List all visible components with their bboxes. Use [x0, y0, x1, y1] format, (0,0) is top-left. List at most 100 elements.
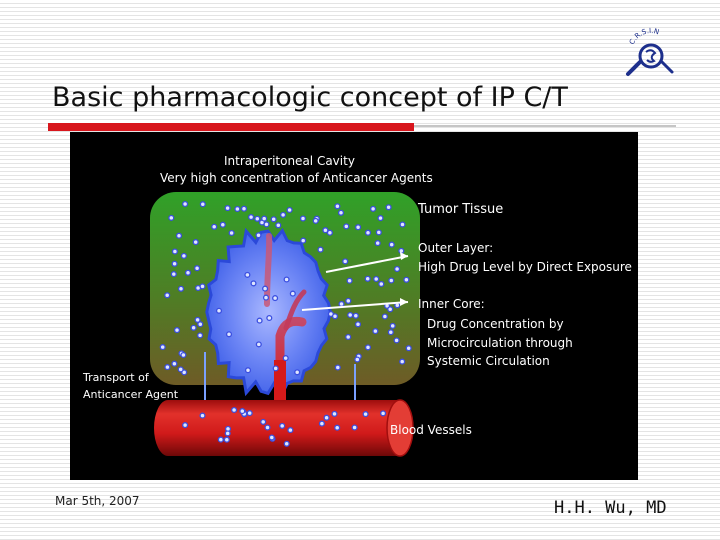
drug-molecule	[381, 313, 388, 320]
blood-vessels-label: Blood Vessels	[390, 423, 472, 437]
title-underline	[414, 125, 676, 127]
drug-molecule	[171, 260, 178, 267]
drug-molecule	[159, 344, 166, 351]
drug-molecule	[280, 211, 287, 218]
cavity-label: Very high concentration of Anticancer Ag…	[160, 171, 433, 185]
drug-molecule	[334, 364, 341, 371]
drug-molecule	[279, 422, 286, 429]
drug-molecule	[317, 246, 324, 253]
drug-molecule	[211, 223, 218, 230]
drug-molecule	[244, 271, 251, 278]
drug-molecule	[385, 204, 392, 211]
tumor-capillary	[264, 233, 273, 307]
logo-text: C.R.S.I.N	[628, 27, 660, 46]
drug-molecule	[182, 422, 189, 429]
drug-molecule	[283, 276, 290, 283]
drug-molecule	[364, 275, 371, 282]
drug-molecule	[173, 327, 181, 334]
cavity-label: Intraperitoneal Cavity	[224, 154, 355, 168]
drug-molecule	[399, 358, 406, 365]
drug-molecule	[364, 229, 372, 236]
drug-molecule	[338, 300, 345, 308]
drug-molecule	[351, 424, 358, 431]
drug-molecule	[261, 215, 268, 222]
drug-molecule	[355, 224, 362, 231]
drug-molecule	[393, 337, 400, 344]
footer-author: H.H. Wu, MD	[554, 498, 667, 518]
outer-layer-label: Outer Layer:	[418, 241, 493, 255]
drug-molecule	[275, 222, 282, 229]
drug-molecule	[260, 418, 267, 425]
drug-molecule	[282, 355, 289, 362]
drug-molecule	[388, 241, 395, 248]
drug-molecule	[272, 295, 279, 302]
drug-molecule	[180, 252, 187, 259]
drug-molecule	[334, 203, 341, 210]
drug-molecule	[263, 221, 270, 228]
drug-molecule	[373, 275, 380, 283]
drug-molecule	[228, 229, 235, 237]
inner-core-label: Inner Core:	[418, 297, 485, 311]
drug-molecule	[164, 292, 171, 299]
drug-molecule	[377, 215, 384, 222]
tumor-mass	[205, 227, 332, 397]
tumor-capillary	[283, 289, 307, 331]
drug-molecule	[380, 410, 387, 417]
drug-molecule	[394, 265, 401, 273]
drug-molecule	[323, 414, 330, 421]
drug-molecule	[250, 280, 257, 287]
drug-molecule	[286, 206, 293, 214]
drug-molecule	[270, 216, 277, 223]
drug-molecule	[239, 408, 246, 415]
drug-molecule	[326, 229, 333, 236]
drug-molecule	[352, 312, 359, 319]
tumor-tissue-label: Tumor Tissue	[417, 202, 503, 217]
drug-molecule	[255, 232, 262, 239]
drug-molecule	[246, 410, 253, 417]
drug-molecule	[244, 367, 252, 374]
drug-molecule	[378, 280, 385, 288]
inner-core-label: Systemic Circulation	[427, 354, 550, 368]
drug-molecule	[240, 205, 248, 212]
inner-core-label: Microcirculation through	[427, 336, 573, 350]
drug-molecule	[331, 313, 339, 320]
drug-molecule	[248, 214, 255, 221]
drug-molecule	[387, 329, 394, 336]
drug-molecule	[389, 322, 396, 329]
title-underline-accent	[48, 123, 414, 131]
drug-molecule	[334, 424, 341, 431]
drug-molecule	[354, 356, 361, 363]
blood-vessel-end	[386, 399, 414, 457]
drug-molecule	[171, 248, 178, 255]
drug-molecule	[192, 239, 199, 246]
drug-molecule	[197, 332, 204, 339]
drug-molecule	[375, 229, 382, 236]
drug-molecule	[388, 277, 395, 284]
drug-molecule	[217, 436, 224, 443]
drug-molecule	[199, 412, 206, 419]
drug-molecule	[255, 341, 262, 348]
drug-molecule	[346, 277, 353, 284]
drug-molecule	[175, 232, 183, 239]
drug-molecule	[231, 406, 238, 414]
drug-molecule	[343, 223, 350, 230]
drug-molecule	[190, 324, 197, 331]
drug-molecule	[234, 205, 241, 213]
drug-molecule	[331, 410, 338, 417]
drug-molecule	[168, 214, 175, 221]
drug-molecules	[159, 200, 412, 447]
drug-molecule	[370, 205, 377, 212]
drug-molecule	[399, 221, 406, 228]
drug-molecule	[197, 321, 204, 328]
drug-molecule	[256, 317, 263, 324]
drug-molecule	[224, 205, 231, 212]
drug-molecule	[264, 424, 271, 431]
drug-molecule	[177, 366, 184, 373]
drug-molecule	[194, 265, 201, 272]
drug-molecule	[254, 215, 261, 222]
drug-molecule	[199, 283, 206, 290]
transport-label: Transport of	[82, 371, 150, 384]
drug-molecule	[272, 365, 279, 372]
drug-molecule	[268, 434, 275, 441]
drug-molecule	[387, 306, 394, 313]
